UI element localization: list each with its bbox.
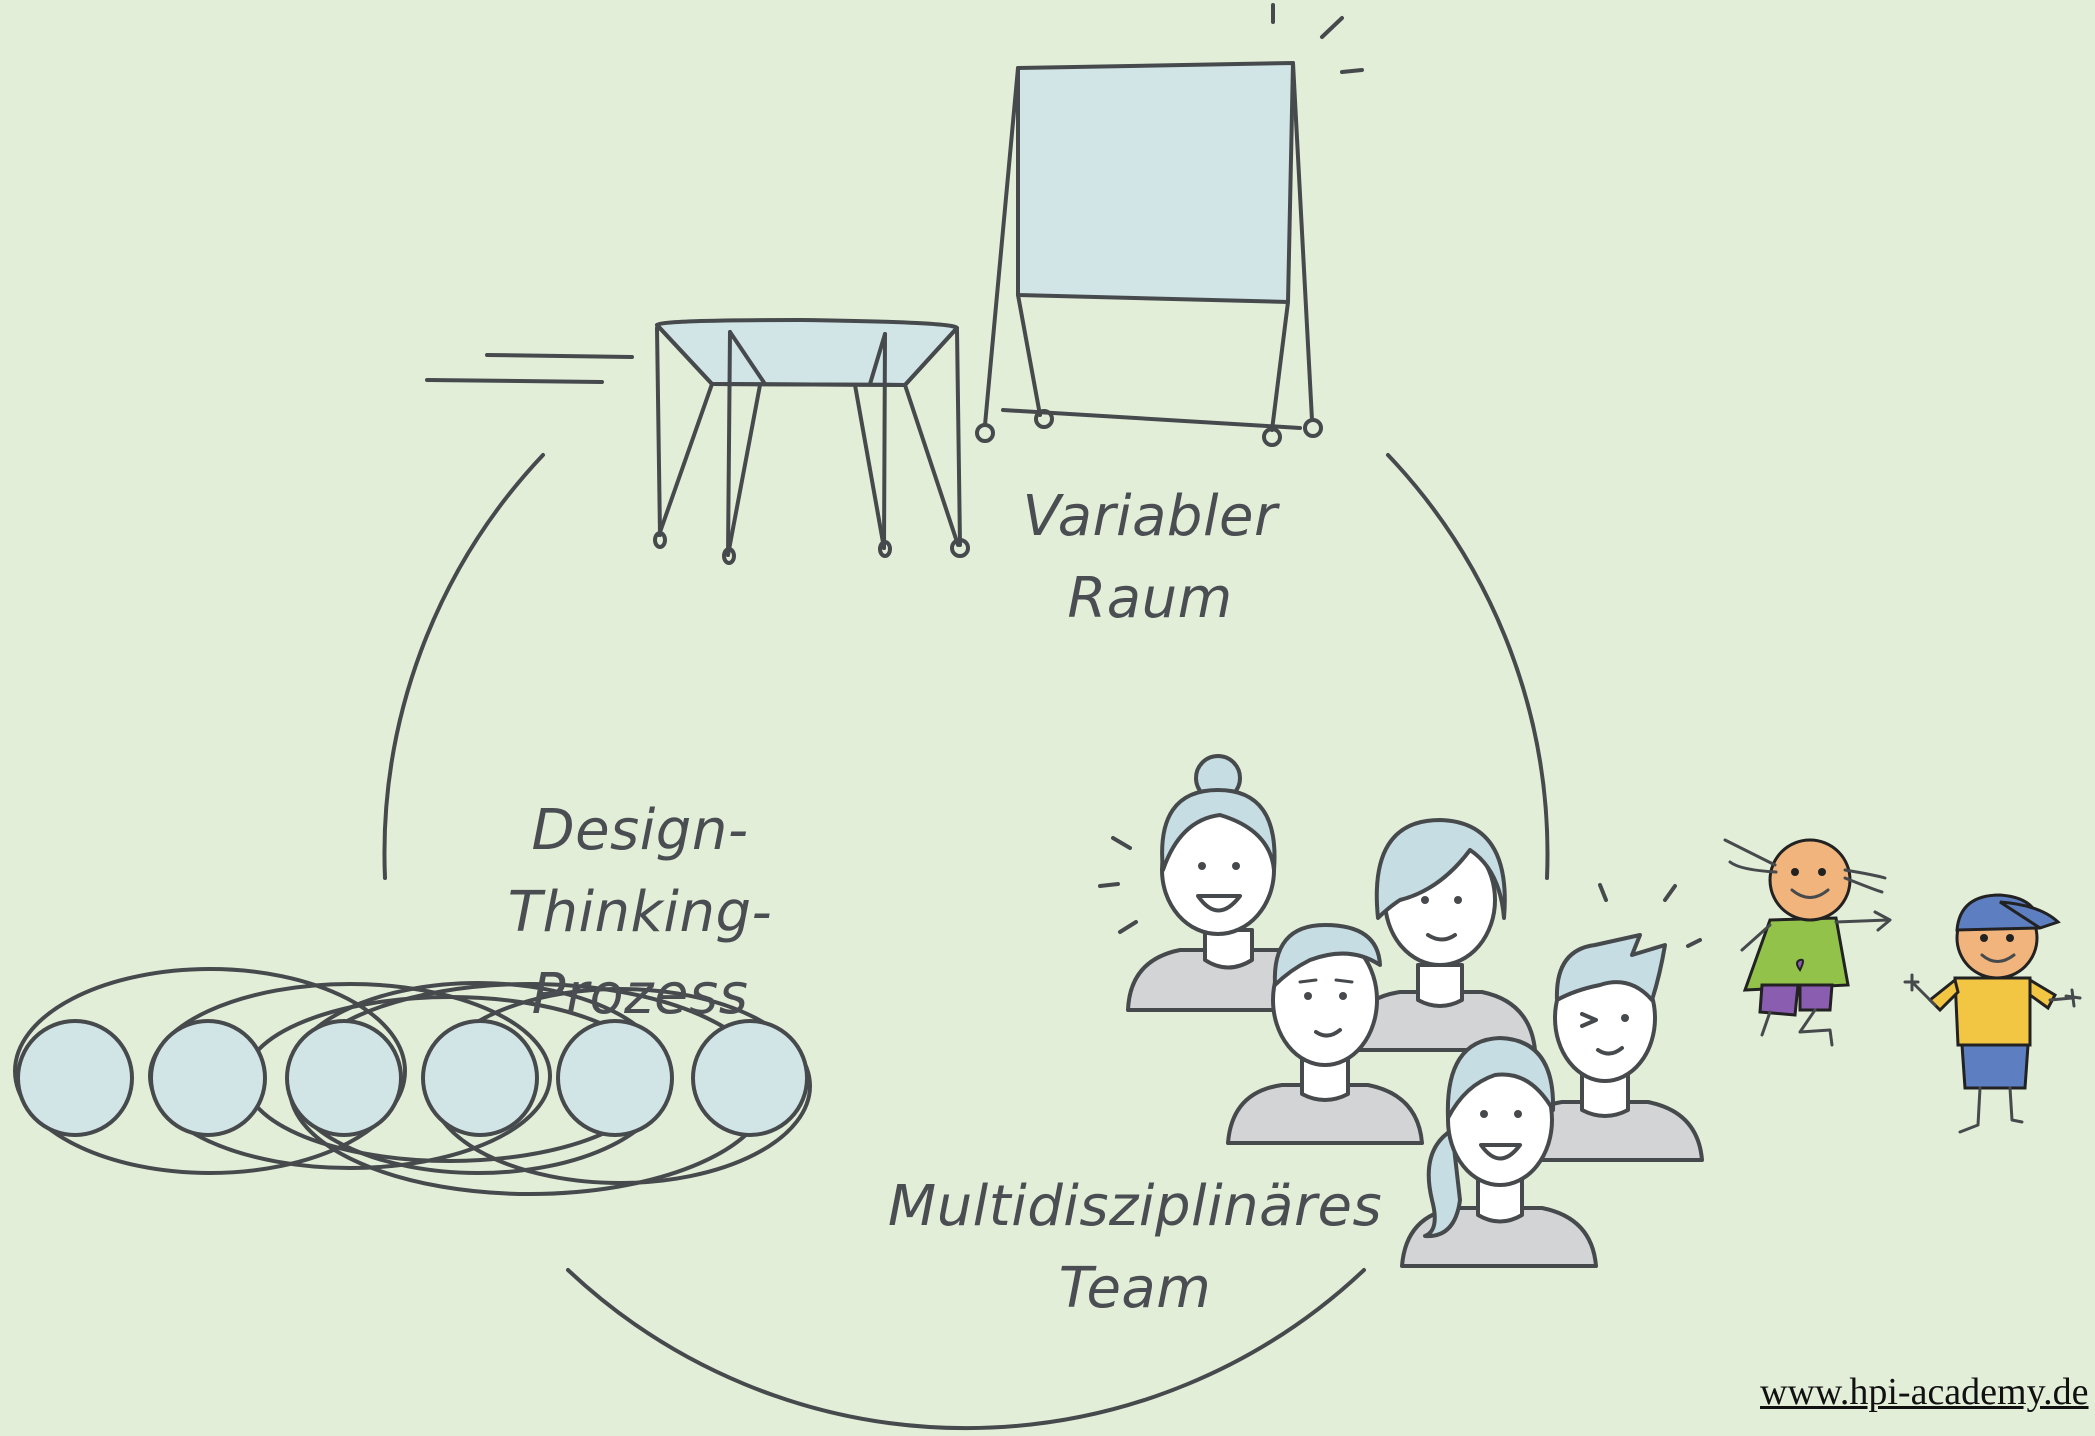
- label-prozess-line2: Prozess: [531, 962, 749, 1027]
- whiteboard-icon: [975, 3, 1364, 447]
- cycle-arcs: [382, 453, 1550, 1431]
- motion-lines-icon: [425, 353, 634, 384]
- website-link[interactable]: www.hpi-academy.de: [1760, 1371, 2089, 1413]
- person-woman-ponytail: [1400, 1036, 1598, 1268]
- table-icon: [653, 318, 970, 565]
- arc-right-top: [1386, 453, 1550, 880]
- kid-girl: [1723, 838, 1892, 1047]
- label-variabler-raum: Variabler Raum: [985, 476, 1315, 640]
- person-man-winking: [1506, 933, 1704, 1162]
- person-woman-short-hair: [1343, 818, 1537, 1052]
- person-man-front: [1226, 923, 1424, 1145]
- arc-left-top: [382, 453, 545, 880]
- label-team-line2: Team: [1058, 1256, 1212, 1321]
- label-multidisziplinaeres-team: Multidisziplinäres Team: [880, 1166, 1390, 1330]
- label-prozess-line1: Design-Thinking-: [507, 798, 773, 945]
- kid-boy-cap: [1903, 893, 2082, 1134]
- arc-bottom: [566, 1268, 1366, 1431]
- label-raum-line2: Raum: [1067, 566, 1233, 631]
- kids-icon: [1723, 838, 2082, 1134]
- process-circles-icon: [13, 967, 812, 1196]
- label-design-thinking-prozess: Design-Thinking- Prozess: [405, 790, 875, 1036]
- label-raum-line1: Variabler: [1022, 484, 1278, 549]
- label-team-line1: Multidisziplinäres: [887, 1174, 1383, 1239]
- team-people-icon: [1098, 754, 1704, 1268]
